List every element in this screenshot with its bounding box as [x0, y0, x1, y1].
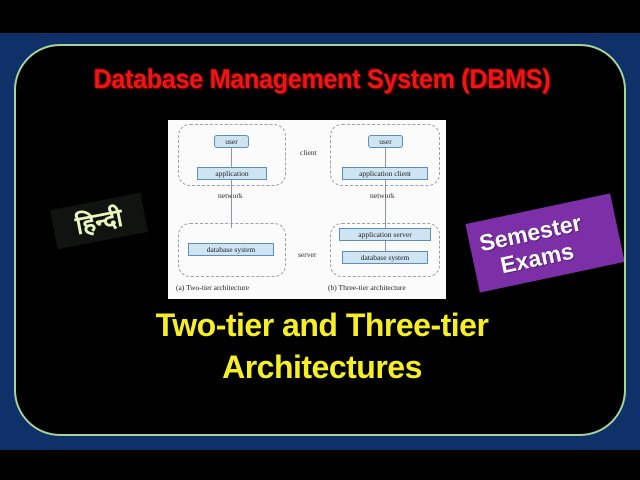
zone-label-server: server [298, 250, 317, 259]
three-tier-node-user: user [368, 135, 403, 148]
two-tier-node-user: user [214, 135, 249, 148]
slide-subtitle: Two-tier and Three-tier Architectures [16, 304, 624, 388]
language-badge: हिन्दी [50, 192, 148, 250]
three-tier-node-application-server: application server [339, 228, 431, 241]
three-tier-node-database-system: database system [342, 251, 428, 264]
three-tier-server-connector [385, 241, 386, 251]
three-tier-node-application-client: application client [342, 167, 428, 180]
two-tier-caption: (a) Two-tier architecture [176, 283, 250, 292]
two-tier-network-connector [231, 180, 232, 228]
three-tier-network-label: network [370, 191, 395, 200]
three-tier-network-connector [385, 180, 386, 228]
exam-badge: Semester Exams [465, 193, 624, 293]
two-tier-user-application-connector [231, 148, 232, 168]
zone-label-client: client [300, 148, 317, 157]
three-tier-server-zone [330, 223, 440, 277]
two-tier-network-label: network [218, 191, 243, 200]
subtitle-line-2: Architectures [222, 349, 422, 385]
diagram-zone-labels: client server [292, 120, 332, 299]
language-badge-label: हिन्दी [73, 202, 125, 240]
two-tier-server-zone [178, 223, 286, 277]
two-tier-diagram: user application network database system… [172, 120, 292, 299]
slide-card: Database Management System (DBMS) user a… [14, 44, 626, 436]
two-tier-node-database-system: database system [188, 243, 274, 256]
page-title: Database Management System (DBMS) [93, 64, 551, 94]
three-tier-user-application-client-connector [385, 148, 386, 168]
three-tier-caption: (b) Three-tier architecture [328, 283, 406, 292]
three-tier-diagram: user application client network applicat… [326, 120, 444, 299]
architecture-diagram: user application network database system… [168, 120, 446, 299]
two-tier-client-zone [178, 124, 286, 186]
two-tier-node-application: application [197, 167, 267, 180]
subtitle-line-1: Two-tier and Three-tier [155, 307, 489, 343]
